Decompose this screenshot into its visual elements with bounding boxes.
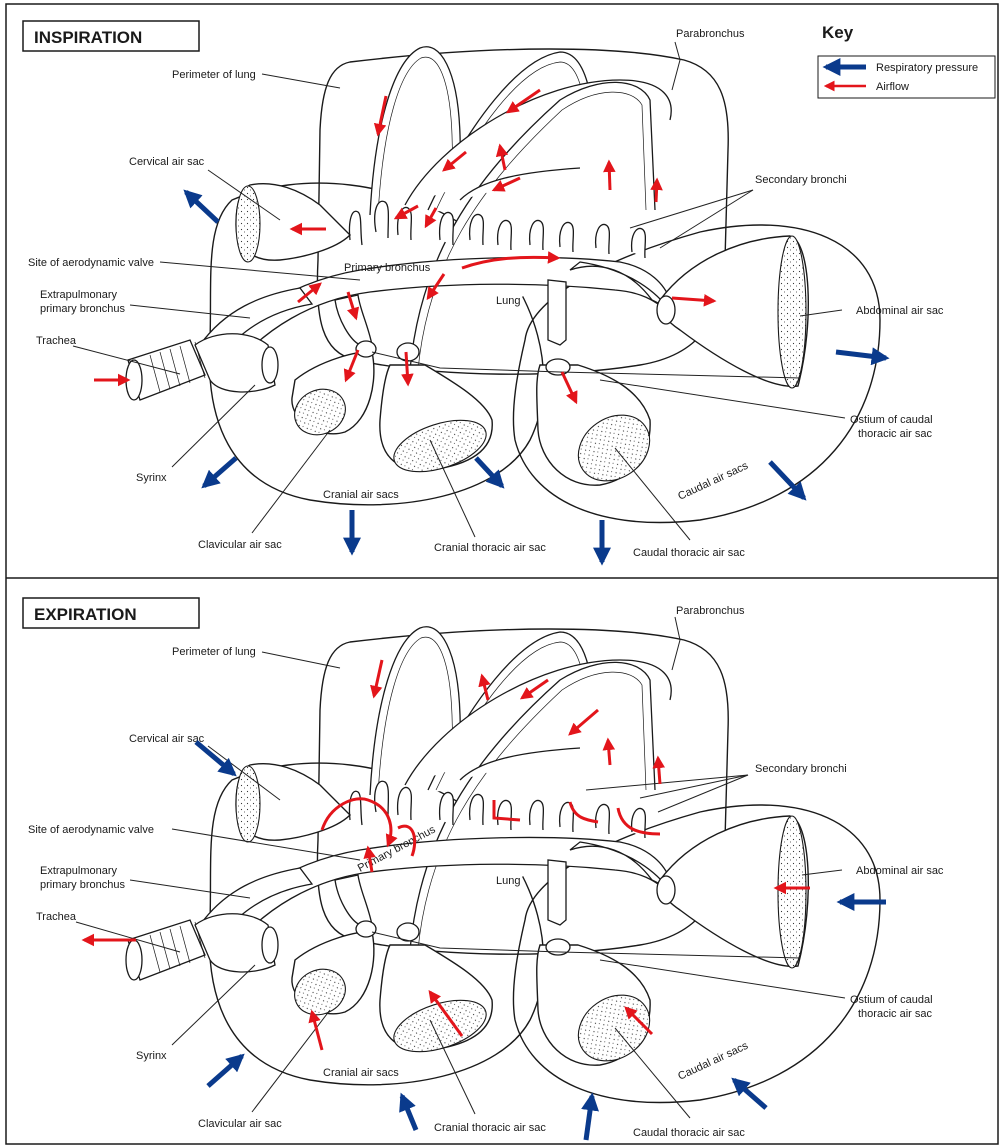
label-trachea: Trachea bbox=[36, 911, 77, 923]
label-lung: Lung bbox=[496, 875, 520, 887]
label-cranial-air-sacs: Cranial air sacs bbox=[323, 489, 399, 501]
label-cranial-thoracic-air-sac: Cranial thoracic air sac bbox=[434, 1122, 546, 1134]
label-syrinx: Syrinx bbox=[136, 1050, 167, 1062]
label-abdominal-air-sac: Abdominal air sac bbox=[856, 305, 944, 317]
label-cranial-air-sacs: Cranial air sacs bbox=[323, 1067, 399, 1079]
label-perimeter-of-lung: Perimeter of lung bbox=[172, 646, 256, 658]
label-caudal-air-sacs: Caudal air sacs bbox=[676, 460, 750, 503]
label-ostium-1: Ostium of caudal bbox=[850, 414, 933, 426]
label-cranial-thoracic-air-sac: Cranial thoracic air sac bbox=[434, 542, 546, 554]
label-abdominal-air-sac: Abdominal air sac bbox=[856, 865, 944, 877]
label-trachea: Trachea bbox=[36, 335, 77, 347]
label-clavicular-air-sac: Clavicular air sac bbox=[198, 539, 282, 551]
label-perimeter-of-lung: Perimeter of lung bbox=[172, 69, 256, 81]
label-caudal-air-sacs: Caudal air sacs bbox=[676, 1040, 750, 1083]
label-cervical-air-sac: Cervical air sac bbox=[129, 156, 205, 168]
label-site-of-aerodynamic-valve: Site of aerodynamic valve bbox=[28, 824, 154, 836]
label-secondary-bronchi: Secondary bronchi bbox=[755, 763, 847, 775]
panel-title: EXPIRATION bbox=[34, 605, 137, 624]
label-clavicular-air-sac: Clavicular air sac bbox=[198, 1118, 282, 1130]
label-extrapulmonary-2: primary bronchus bbox=[40, 303, 125, 315]
expiration-panel: EXPIRATION Parabronchus Perimeter of lun… bbox=[23, 598, 944, 1140]
label-ostium-2: thoracic air sac bbox=[858, 428, 932, 440]
label-extrapulmonary-1: Extrapulmonary bbox=[40, 865, 118, 877]
label-caudal-thoracic-air-sac: Caudal thoracic air sac bbox=[633, 547, 745, 559]
panel-title: INSPIRATION bbox=[34, 28, 142, 47]
key-title: Key bbox=[822, 23, 854, 42]
label-ostium-1: Ostium of caudal bbox=[850, 994, 933, 1006]
label-ostium-2: thoracic air sac bbox=[858, 1008, 932, 1020]
label-site-of-aerodynamic-valve: Site of aerodynamic valve bbox=[28, 257, 154, 269]
label-lung: Lung bbox=[496, 295, 520, 307]
label-secondary-bronchi: Secondary bronchi bbox=[755, 174, 847, 186]
label-parabronchus: Parabronchus bbox=[676, 28, 745, 40]
label-cervical-air-sac: Cervical air sac bbox=[129, 733, 205, 745]
label-caudal-thoracic-air-sac: Caudal thoracic air sac bbox=[633, 1127, 745, 1139]
label-extrapulmonary-2: primary bronchus bbox=[40, 879, 125, 891]
inspiration-panel: INSPIRATION Key Respiratory pressure Air… bbox=[23, 21, 995, 562]
label-extrapulmonary-1: Extrapulmonary bbox=[40, 289, 118, 301]
key-airflow-label: Airflow bbox=[876, 81, 909, 93]
label-syrinx: Syrinx bbox=[136, 472, 167, 484]
label-parabronchus: Parabronchus bbox=[676, 605, 745, 617]
key-respiratory-pressure-label: Respiratory pressure bbox=[876, 62, 978, 74]
label-primary-bronchus: Primary bronchus bbox=[344, 262, 431, 274]
